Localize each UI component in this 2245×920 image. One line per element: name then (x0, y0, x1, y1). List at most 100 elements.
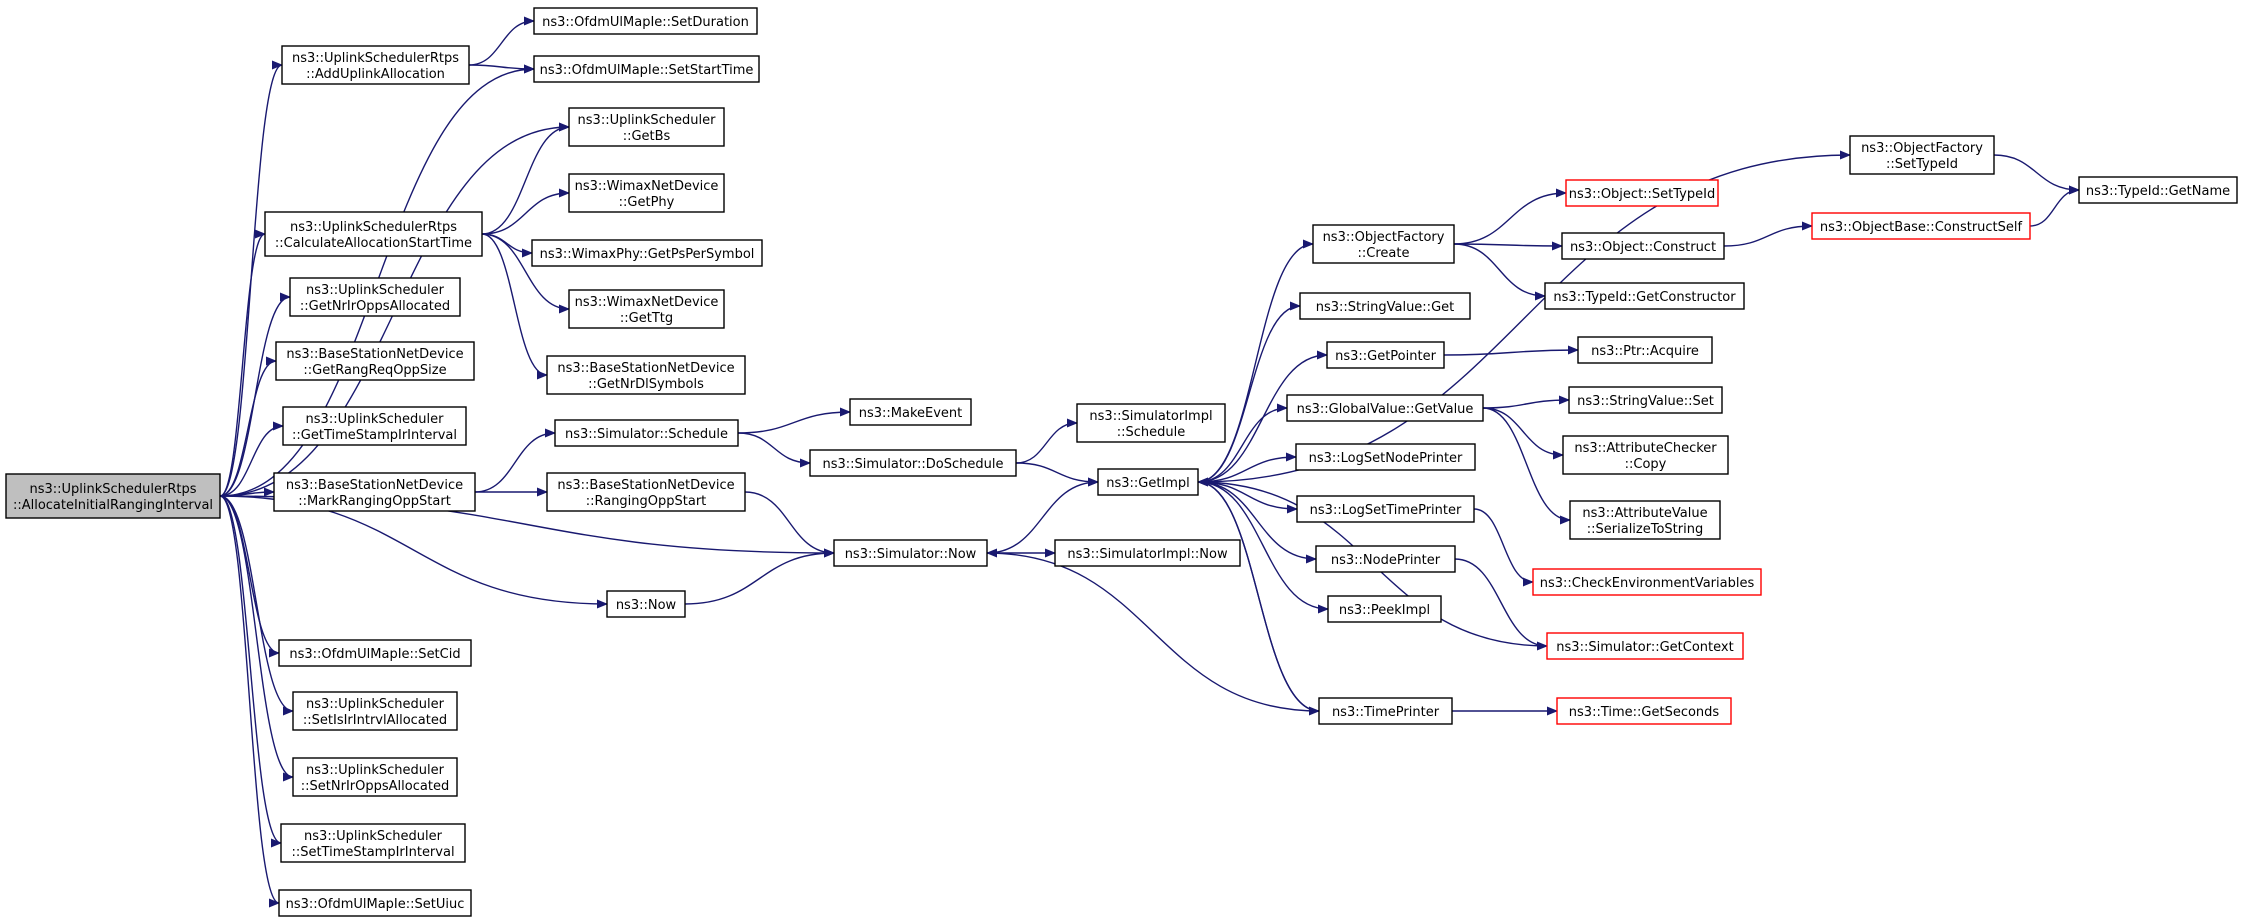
edge-timePrinter-to-getImpl (1196, 477, 1320, 712)
node-box (1326, 341, 1445, 369)
node-label: ns3::TypeId::GetName (2086, 184, 2230, 199)
node-getRangReq[interactable]: ns3::BaseStationNetDevice::GetRangReqOpp… (275, 341, 475, 381)
node-box (278, 639, 472, 667)
node-label: ::SetTimeStampIrInterval (291, 845, 454, 860)
node-box (568, 173, 725, 213)
node-doSchedule[interactable]: ns3::Simulator::DoSchedule (809, 449, 1017, 477)
node-calcAlloc[interactable]: ns3::UplinkSchedulerRtps::CalculateAlloc… (264, 211, 483, 257)
node-getImpl[interactable]: ns3::GetImpl (1097, 468, 1199, 496)
node-ns3Now[interactable]: ns3::Now (606, 590, 686, 618)
node-ptrAcquire[interactable]: ns3::Ptr::Acquire (1577, 336, 1713, 364)
node-box (546, 472, 746, 512)
edge-addUplink-to-setDuration (468, 16, 536, 66)
node-label: ns3::BaseStationNetDevice (286, 478, 463, 493)
node-box (1295, 443, 1476, 471)
edge-timePrinter-to-simNow (985, 548, 1320, 712)
node-objSetTypeId[interactable]: ns3::Object::SetTypeId (1565, 179, 1719, 207)
node-box (1312, 224, 1455, 264)
node-objConstruct[interactable]: ns3::Object::Construct (1561, 232, 1725, 260)
node-getSeconds[interactable]: ns3::Time::GetSeconds (1556, 697, 1732, 725)
node-box (1577, 336, 1713, 364)
node-label: ns3::AttributeValue (1582, 506, 1707, 521)
node-label: ::AddUplinkAllocation (306, 67, 445, 82)
node-getConstructor[interactable]: ns3::TypeId::GetConstructor (1544, 282, 1745, 310)
node-root[interactable]: ns3::UplinkSchedulerRtps::AllocateInitia… (5, 473, 221, 519)
node-acCopy[interactable]: ns3::AttributeChecker::Copy (1562, 435, 1729, 475)
node-label: ns3::ObjectFactory (1861, 141, 1983, 156)
node-label: ::SetTypeId (1886, 157, 1958, 172)
node-constructSelf[interactable]: ns3::ObjectBase::ConstructSelf (1811, 212, 2031, 240)
node-setNrIrOpps[interactable]: ns3::UplinkScheduler::SetNrIrOppsAllocat… (292, 757, 458, 797)
node-strGet[interactable]: ns3::StringValue::Get (1299, 292, 1471, 320)
node-label: ns3::Time::GetSeconds (1569, 705, 1720, 720)
node-box (292, 757, 458, 797)
node-implNow[interactable]: ns3::SimulatorImpl::Now (1054, 539, 1241, 567)
edge-root-to-getTimeStamp (219, 421, 285, 497)
node-setTimeStamp[interactable]: ns3::UplinkScheduler::SetTimeStampIrInte… (280, 823, 466, 863)
node-label: ns3::ObjectFactory (1323, 230, 1445, 245)
edge-root-to-getRangReq (219, 356, 278, 497)
edge-ofCreate-to-objConstruct (1453, 241, 1564, 251)
edge-gvGetValue-to-strSet (1482, 395, 1571, 409)
edge-root-to-setCid (219, 495, 281, 658)
node-label: ::CalculateAllocationStartTime (275, 236, 472, 251)
node-ofCreate[interactable]: ns3::ObjectFactory::Create (1312, 224, 1455, 264)
node-markRanging[interactable]: ns3::BaseStationNetDevice::MarkRangingOp… (273, 472, 476, 512)
node-box (849, 398, 972, 426)
node-peekImpl[interactable]: ns3::PeekImpl (1327, 595, 1442, 623)
node-implSchedule[interactable]: ns3::SimulatorImpl::Schedule (1076, 403, 1226, 443)
node-box (1318, 697, 1453, 725)
node-checkEnv[interactable]: ns3::CheckEnvironmentVariables (1532, 568, 1762, 596)
node-setCid[interactable]: ns3::OfdmUlMapIe::SetCid (278, 639, 472, 667)
node-ofSetTypeId[interactable]: ns3::ObjectFactory::SetTypeId (1849, 135, 1995, 175)
node-box (1565, 179, 1719, 207)
node-strSet[interactable]: ns3::StringValue::Set (1568, 386, 1723, 414)
node-box (1097, 468, 1199, 496)
node-getPointer[interactable]: ns3::GetPointer (1326, 341, 1445, 369)
node-getBs[interactable]: ns3::UplinkScheduler::GetBs (568, 107, 725, 147)
node-avSerialize[interactable]: ns3::AttributeValue::SerializeToString (1569, 500, 1721, 540)
node-getNrDlSymbols[interactable]: ns3::BaseStationNetDevice::GetNrDlSymbol… (546, 355, 746, 395)
node-getTtg[interactable]: ns3::WimaxNetDevice::GetTtg (568, 289, 725, 329)
node-rangingOpp[interactable]: ns3::BaseStationNetDevice::RangingOppSta… (546, 472, 746, 512)
node-typeIdGetName[interactable]: ns3::TypeId::GetName (2078, 176, 2238, 204)
node-gvGetValue[interactable]: ns3::GlobalValue::GetValue (1286, 394, 1484, 422)
node-addUplink[interactable]: ns3::UplinkSchedulerRtps::AddUplinkAlloc… (281, 45, 470, 85)
node-nodePrinter[interactable]: ns3::NodePrinter (1315, 545, 1456, 573)
node-label: ::Schedule (1117, 425, 1186, 440)
node-label: ns3::UplinkScheduler (306, 412, 445, 427)
node-logNode[interactable]: ns3::LogSetNodePrinter (1295, 443, 1476, 471)
node-makeEvent[interactable]: ns3::MakeEvent (849, 398, 972, 426)
node-getTimeStamp[interactable]: ns3::UplinkScheduler::GetTimeStampIrInte… (282, 406, 467, 446)
node-label: ns3::LogSetTimePrinter (1310, 503, 1462, 518)
node-box (280, 823, 466, 863)
node-label: ns3::WimaxNetDevice (575, 295, 719, 310)
node-label: ::AllocateInitialRangingInterval (13, 498, 213, 513)
node-box (1299, 292, 1471, 320)
node-label: ns3::OfdmUlMapIe::SetUiuc (286, 897, 465, 912)
node-label: ns3::Simulator::Schedule (565, 427, 728, 442)
node-label: ns3::BaseStationNetDevice (557, 361, 734, 376)
node-setStartTime[interactable]: ns3::OfdmUlMapIe::SetStartTime (533, 55, 760, 83)
node-schedule[interactable]: ns3::Simulator::Schedule (554, 419, 739, 447)
node-getNrIrOpps[interactable]: ns3::UplinkScheduler::GetNrIrOppsAllocat… (289, 277, 461, 317)
node-getPhy[interactable]: ns3::WimaxNetDevice::GetPhy (568, 173, 725, 213)
node-getPsPerSymbol[interactable]: ns3::WimaxPhy::GetPsPerSymbol (531, 239, 763, 267)
node-label: ns3::UplinkScheduler (306, 697, 445, 712)
node-label: ::MarkRangingOppStart (298, 494, 451, 509)
node-label: ns3::StringValue::Set (1577, 394, 1714, 409)
node-setDuration[interactable]: ns3::OfdmUlMapIe::SetDuration (533, 7, 758, 35)
node-label: ns3::OfdmUlMapIe::SetCid (289, 647, 460, 662)
edge-getPointer-to-ptrAcquire (1443, 345, 1580, 356)
node-getContext[interactable]: ns3::Simulator::GetContext (1546, 632, 1744, 660)
node-setUiuc[interactable]: ns3::OfdmUlMapIe::SetUiuc (278, 889, 472, 917)
node-timePrinter[interactable]: ns3::TimePrinter (1318, 697, 1453, 725)
node-label: ::SetNrIrOppsAllocated (301, 779, 449, 794)
node-setIsIr[interactable]: ns3::UplinkScheduler::SetIsIrIntrvlAlloc… (292, 691, 458, 731)
node-logTime[interactable]: ns3::LogSetTimePrinter (1296, 495, 1475, 523)
edge-schedule-to-makeEvent (737, 407, 852, 434)
node-box (606, 590, 686, 618)
node-box (1561, 232, 1725, 260)
node-simNow[interactable]: ns3::Simulator::Now (833, 539, 988, 567)
